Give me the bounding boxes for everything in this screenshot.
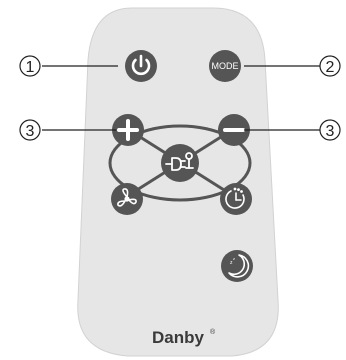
callout-lines [42,65,320,131]
svg-text:z: z [233,256,235,261]
svg-text:3: 3 [26,123,35,140]
svg-text:1: 1 [26,59,35,76]
mode-label: MODE [212,61,239,71]
callout-3-left: 3 [19,119,41,141]
sleep-moon-icon: z z [228,254,250,278]
plug-button[interactable] [161,144,199,182]
sleep-button[interactable]: z z [221,250,253,282]
callout-3-right: 3 [319,119,341,141]
timer-icon [225,187,245,209]
power-button[interactable] [125,50,157,82]
fan-icon [117,188,137,207]
brand-registered-mark: ® [210,328,216,336]
svg-text:z: z [230,260,233,266]
power-icon [131,54,151,76]
timer-button[interactable] [220,183,252,215]
callout-2: 2 [319,55,341,77]
remote-body [77,7,279,357]
minus-button[interactable] [218,114,250,146]
svg-text:3: 3 [326,123,335,140]
fan-button[interactable] [111,183,143,215]
brand-logo: Danby ® [152,328,216,347]
plus-button[interactable] [112,114,144,146]
brand-name: Danby [152,328,205,347]
plug-eco-icon [165,152,194,171]
plus-icon [117,119,139,141]
svg-text:2: 2 [326,59,335,76]
callout-1: 1 [19,55,41,77]
mode-button[interactable]: MODE [209,50,241,82]
